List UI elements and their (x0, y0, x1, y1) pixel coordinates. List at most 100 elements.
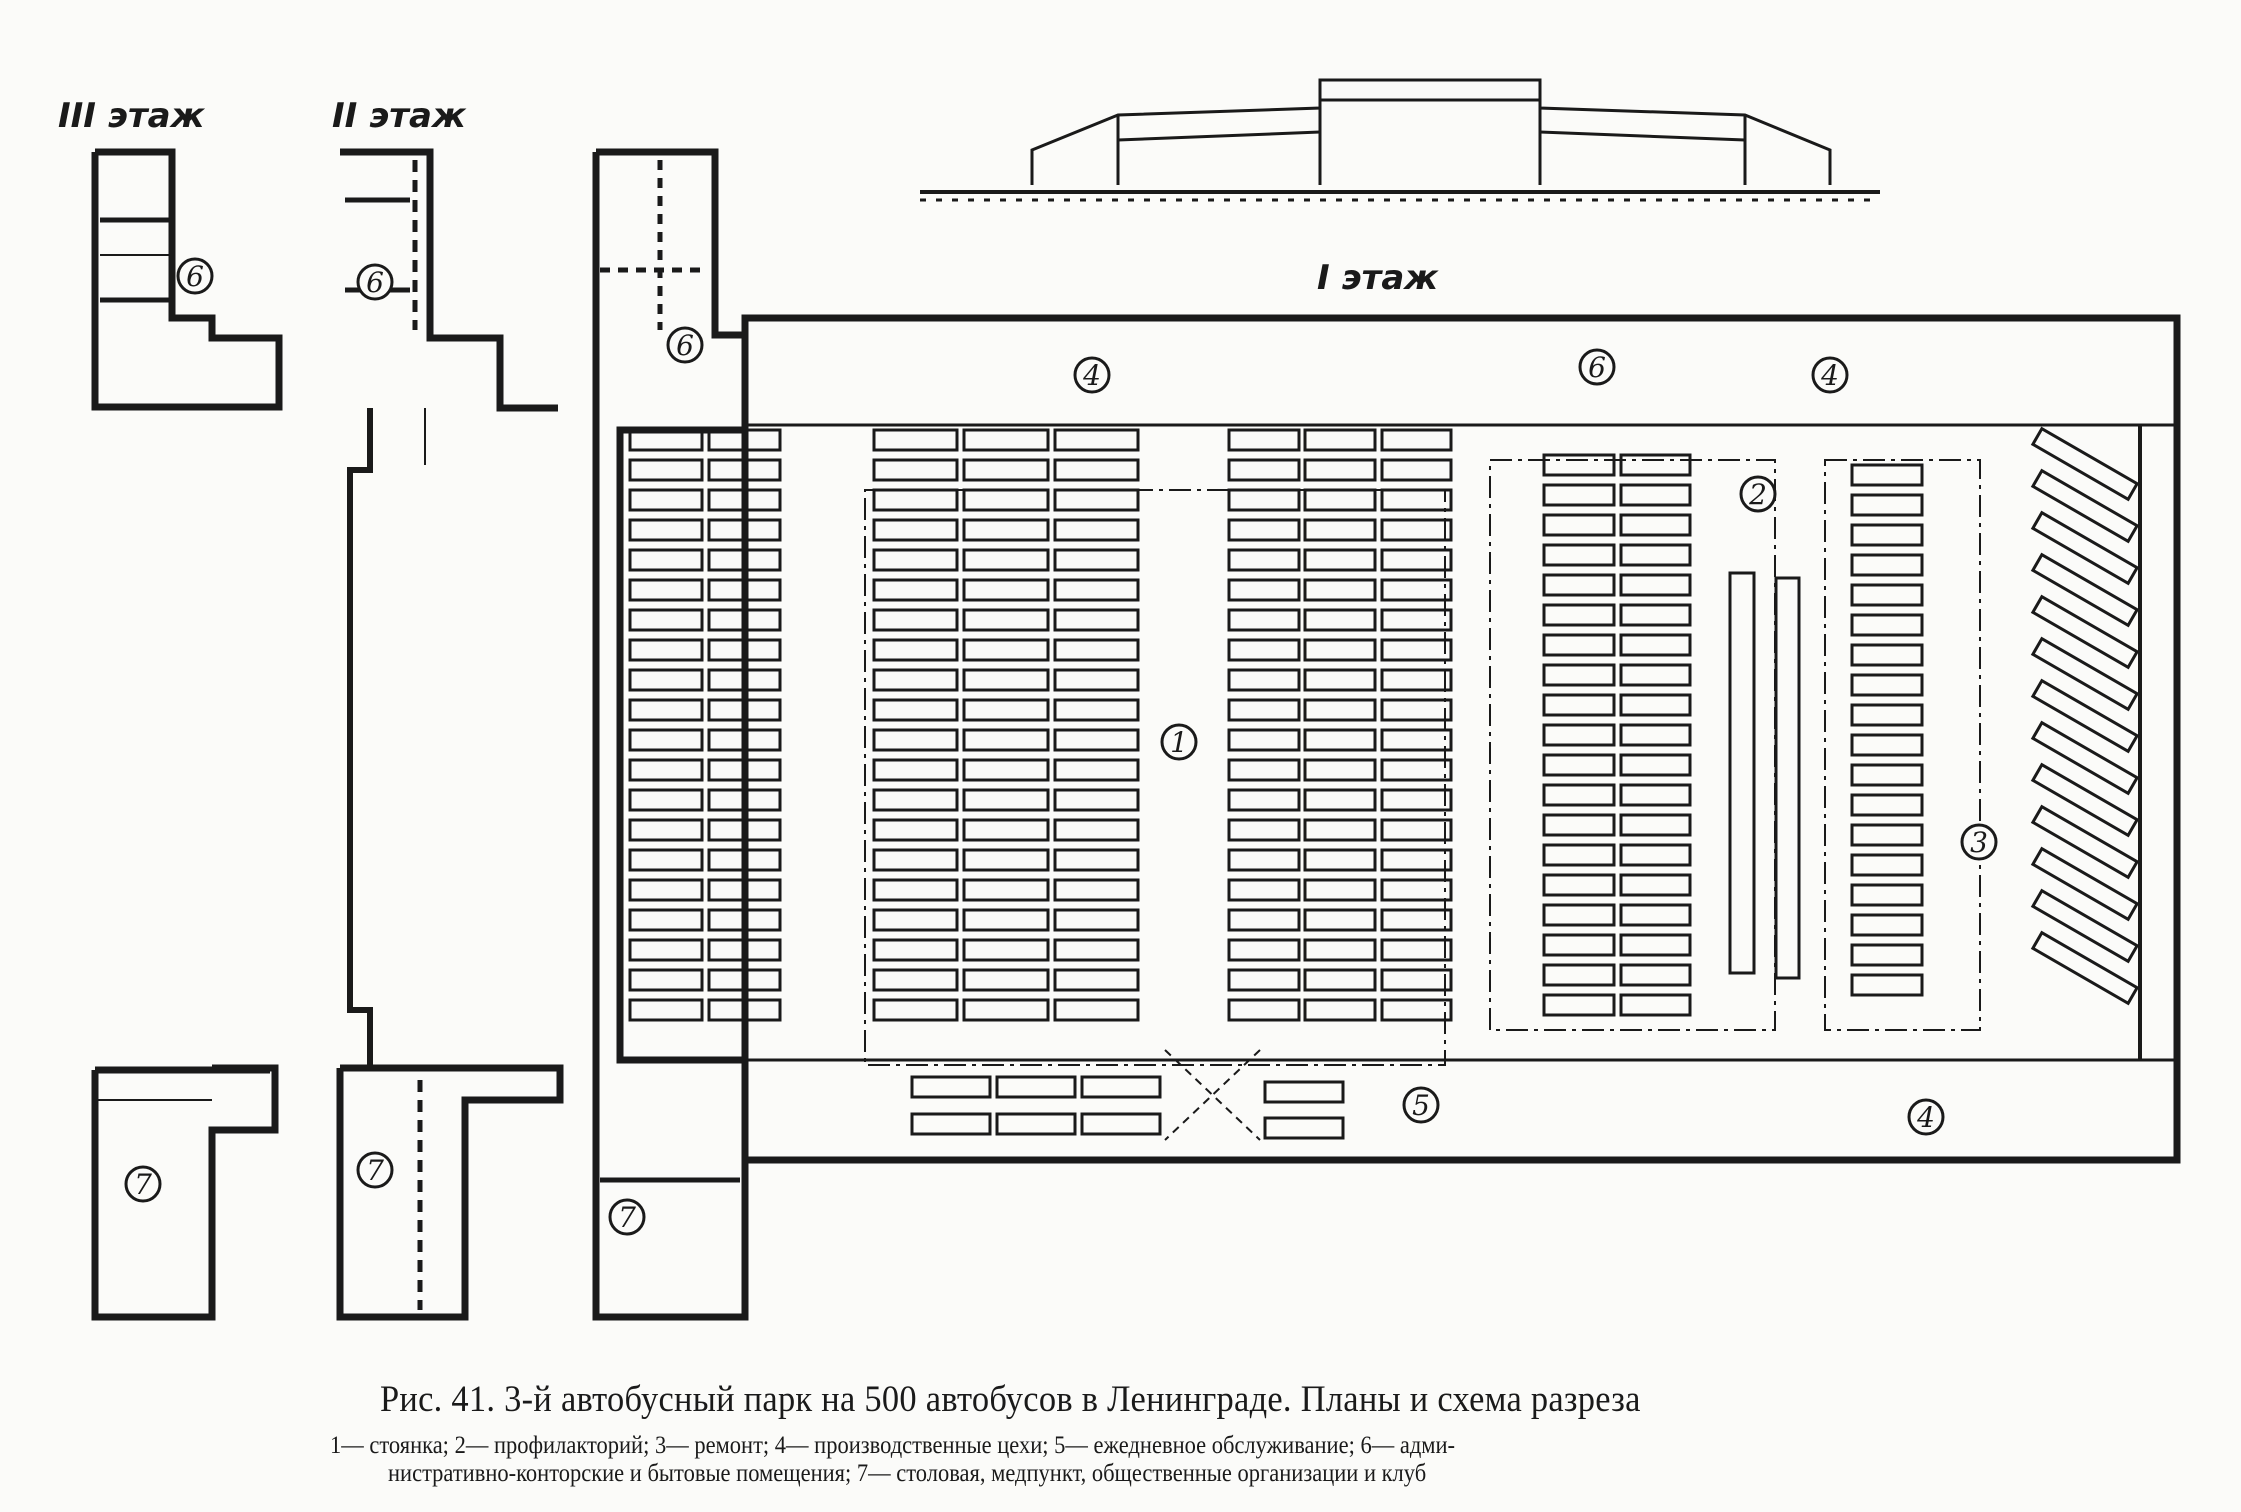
repair-slot (2030, 636, 2140, 712)
zone-marker-circle (608, 1198, 646, 1236)
bus-slot (962, 998, 1050, 1022)
bus-slot (962, 458, 1050, 482)
bus-slot (1542, 993, 1616, 1017)
bus-slot (1227, 668, 1301, 692)
bus-slot (1850, 643, 1924, 667)
second-floor-label: II этаж (332, 96, 466, 136)
bus-slot (1542, 813, 1616, 837)
bus-slot (1303, 788, 1377, 812)
bus-slot (1619, 543, 1692, 567)
repair-slot (2030, 552, 2140, 628)
bus-slot (872, 938, 959, 962)
bus-slot (1227, 848, 1301, 872)
zone-marker-circle (1960, 823, 1998, 861)
repair-slot (2030, 678, 2140, 754)
bus-slot (1303, 818, 1377, 842)
repair-slot (2030, 804, 2140, 880)
first-floor-main-hall (741, 314, 2181, 1164)
bus-slot (1850, 553, 1924, 577)
bus-slot (872, 638, 959, 662)
bus-slot (1053, 428, 1140, 452)
bus-slot (1619, 513, 1692, 537)
bus-slot (1380, 668, 1453, 692)
bus-slot (1542, 723, 1616, 747)
repair-slot (2030, 468, 2140, 544)
bus-slot (1080, 1112, 1162, 1136)
bus-slot (628, 788, 704, 812)
bus-slot (995, 1075, 1077, 1099)
bus-slot (628, 908, 704, 932)
bus-slot (1380, 968, 1453, 992)
bus-slot (707, 908, 782, 932)
bus-slot (1380, 788, 1453, 812)
bus-slot (1303, 758, 1377, 782)
bus-slot (1619, 693, 1692, 717)
bus-slot (628, 488, 704, 512)
bus-slot (1303, 728, 1377, 752)
bus-slot (1053, 488, 1140, 512)
inspection-pit (1728, 571, 1756, 975)
bus-slot (1850, 493, 1924, 517)
bus-slot (962, 638, 1050, 662)
bus-slot (1303, 908, 1377, 932)
bus-slot (1380, 848, 1453, 872)
bus-slot (910, 1112, 992, 1136)
bus-slot (1619, 873, 1692, 897)
bus-slot (872, 428, 959, 452)
bus-slot (628, 728, 704, 752)
bus-slot (1303, 548, 1377, 572)
bus-slot (1227, 548, 1301, 572)
bus-slot (1542, 573, 1616, 597)
bus-slot (707, 698, 782, 722)
bus-slot (1850, 733, 1924, 757)
zone-marker-circle (666, 326, 704, 364)
bus-slot (1303, 458, 1377, 482)
bus-slot (1542, 873, 1616, 897)
bus-slot (1619, 903, 1692, 927)
bus-slot (1303, 638, 1377, 662)
bus-slot (1053, 938, 1140, 962)
bus-slot (1380, 548, 1453, 572)
bus-slot (1227, 818, 1301, 842)
bus-slot (962, 548, 1050, 572)
bus-slot (872, 818, 959, 842)
bus-slot (1850, 703, 1924, 727)
bus-slot (1053, 818, 1140, 842)
bus-slot (628, 818, 704, 842)
bus-slot (707, 668, 782, 692)
bus-slot (962, 968, 1050, 992)
bus-slot (707, 758, 782, 782)
bus-slot (628, 638, 704, 662)
bus-slot (628, 518, 704, 542)
bus-slot (1227, 968, 1301, 992)
bus-slot (1619, 663, 1692, 687)
figure-legend-line-2: нистративно-конторские и бытовые помещен… (388, 1460, 1427, 1487)
bus-slot (1303, 518, 1377, 542)
bus-slot (628, 548, 704, 572)
zone-marker-number: 7 (618, 1201, 636, 1234)
zone-marker-circle (1578, 348, 1616, 386)
bus-slot (962, 758, 1050, 782)
bus-slot (1542, 633, 1616, 657)
figure-caption-title: Рис. 41. 3-й автобусный парк на 500 авто… (380, 1379, 1641, 1420)
bus-slot (1619, 453, 1692, 477)
bus-slot (962, 788, 1050, 812)
bus-slot (628, 668, 704, 692)
bus-slot (962, 428, 1050, 452)
bus-slot (872, 968, 959, 992)
zone-marker-number: 4 (1820, 359, 1839, 392)
bus-slot (1053, 458, 1140, 482)
bus-slot (1227, 908, 1301, 932)
bus-slot (707, 848, 782, 872)
bus-slot (1053, 638, 1140, 662)
bus-slot (1263, 1116, 1345, 1140)
bus-slot (962, 908, 1050, 932)
repair-slot (2030, 426, 2140, 502)
bus-slot (962, 608, 1050, 632)
zone-marker-circle (356, 263, 394, 301)
zone-marker-number: 3 (1970, 826, 1988, 859)
bus-slot (872, 788, 959, 812)
bus-slot (1619, 573, 1692, 597)
bus-slot (1619, 993, 1692, 1017)
